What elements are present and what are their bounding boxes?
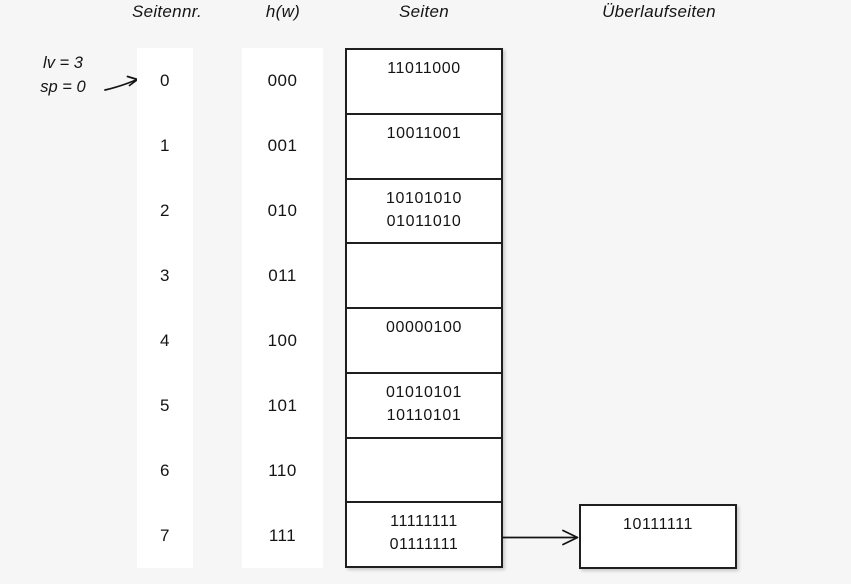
- page-number: 5: [160, 395, 170, 415]
- column-header-ueberlaufseiten: Überlaufseiten: [602, 2, 716, 21]
- level-value: lv = 3: [43, 54, 83, 72]
- bucket-row-3: [347, 244, 501, 309]
- hash-value: 001: [267, 135, 298, 155]
- column-header-seiten: Seiten: [398, 2, 450, 21]
- hash-value-column: 000 001 010 011 100 101 110 111: [242, 48, 323, 568]
- page-number: 1: [160, 135, 170, 155]
- bucket-entry: 10101010: [386, 189, 462, 207]
- bucket-entry: 01011010: [386, 212, 462, 230]
- hash-value: 000: [267, 70, 298, 90]
- overflow-entry: 10111111: [622, 516, 694, 533]
- hash-value: 011: [268, 265, 297, 285]
- bucket-entry: 01111111: [389, 536, 459, 554]
- bucket-row-5: 01010101 10110101: [347, 374, 501, 439]
- page-number-column: 0 1 2 3 4 5 6 7: [137, 48, 193, 568]
- hash-value: 111: [268, 525, 297, 545]
- bucket-row-4: 00000100: [347, 309, 501, 374]
- page-number: 2: [160, 200, 170, 220]
- bucket-entry: 10110101: [386, 406, 462, 424]
- bucket-entry: 00000100: [386, 319, 462, 336]
- column-header-hash-function: h(w): [265, 2, 301, 21]
- bucket-entry: 11111111: [390, 513, 458, 531]
- bucket-row-7: 11111111 01111111: [347, 503, 501, 566]
- split-pointer-value: sp = 0: [40, 78, 86, 96]
- page-number: 4: [160, 330, 170, 350]
- page-number: 3: [160, 265, 170, 285]
- bucket-row-2: 10101010 01011010: [347, 180, 501, 245]
- page-number: 7: [160, 525, 170, 545]
- pages-table: 11011000 10011001 10101010 01011010 0000…: [345, 48, 503, 568]
- overflow-link-arrow-icon: [502, 529, 579, 546]
- page-number: 6: [160, 460, 170, 480]
- bucket-entry: 11011000: [387, 60, 461, 77]
- hash-value: 100: [267, 330, 298, 350]
- overflow-page-box: 10111111: [579, 504, 737, 569]
- state-annotation: lv = 3 sp = 0: [24, 51, 102, 99]
- bucket-entry: 01010101: [386, 383, 462, 401]
- bucket-row-1: 10011001: [347, 115, 501, 180]
- hash-value: 110: [268, 460, 297, 480]
- hash-value: 010: [267, 200, 298, 220]
- bucket-entry: 10011001: [386, 124, 462, 142]
- bucket-row-6: [347, 439, 501, 504]
- page-number: 0: [160, 70, 170, 90]
- hash-value: 101: [267, 395, 298, 415]
- column-header-seitennr: Seitennr.: [131, 2, 203, 21]
- bucket-row-0: 11011000: [347, 50, 501, 115]
